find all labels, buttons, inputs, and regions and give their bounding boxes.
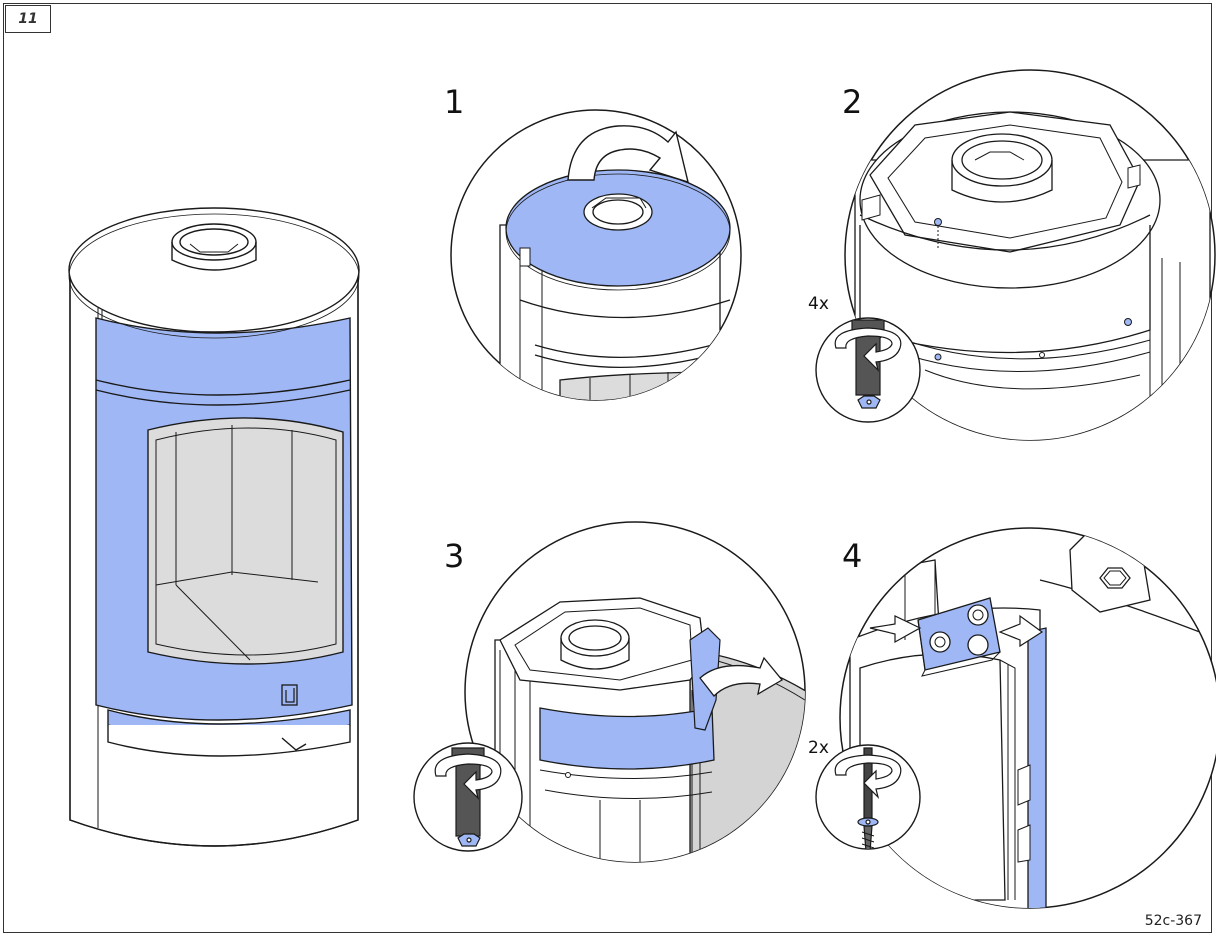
turn-arrow-icon <box>834 327 902 372</box>
step-3-detail <box>413 521 806 863</box>
slide-right-arrow-icon <box>998 614 1044 648</box>
logo-icon <box>281 684 298 706</box>
rotate-arrow-icon <box>567 125 689 184</box>
hex-bolt-icon <box>1099 567 1131 589</box>
figure-reference: 52c-367 <box>1144 913 1202 929</box>
figure-number: 11 <box>5 5 51 33</box>
step-2-quantity: 4x <box>808 294 829 314</box>
step-1-number: 1 <box>444 83 465 121</box>
step-1-detail <box>450 109 742 401</box>
stove-overview <box>68 207 360 847</box>
step-4-number: 4 <box>842 537 863 575</box>
screw-icon <box>934 218 942 226</box>
side-panel-highlight <box>539 707 715 770</box>
step-4-quantity: 2x <box>808 738 829 758</box>
figure-frame <box>3 3 1212 933</box>
stove-door-glass <box>147 417 344 665</box>
step-4-detail <box>815 527 1216 909</box>
step-2-number: 2 <box>842 83 863 121</box>
pull-arrow-icon <box>699 656 783 697</box>
step-2-detail <box>815 69 1216 441</box>
side-edge-highlight <box>1027 627 1047 908</box>
step-3-number: 3 <box>444 537 465 575</box>
slide-left-arrow-icon <box>869 615 922 644</box>
